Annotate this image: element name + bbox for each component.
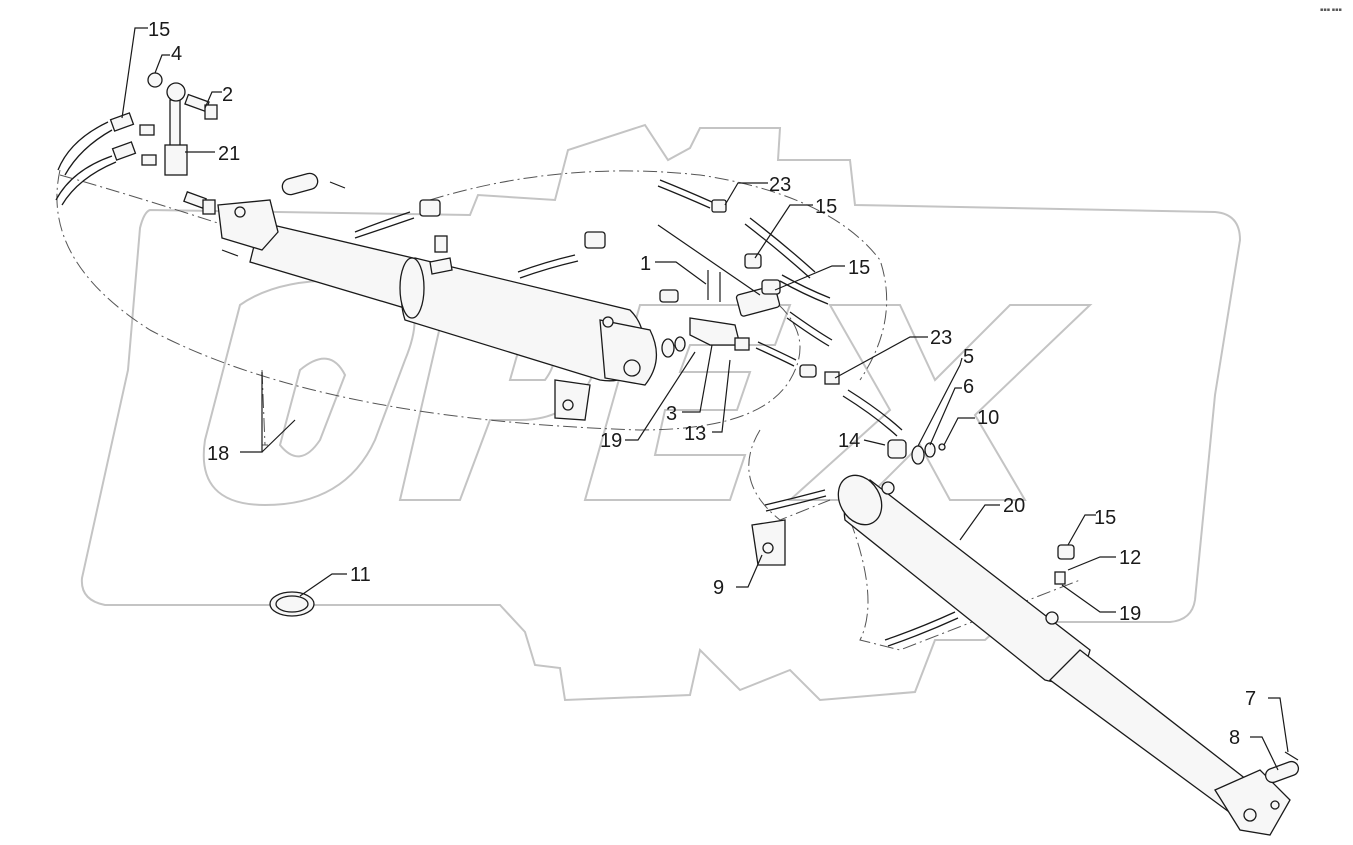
fittings[interactable]: [109, 72, 1301, 785]
callout-6: 6: [963, 376, 974, 398]
callout-3: 3: [666, 403, 677, 425]
callout-10: 10: [977, 407, 999, 429]
callout-4: 4: [171, 43, 182, 65]
callout-2: 2: [222, 84, 233, 106]
callout-1: 1: [640, 253, 651, 275]
callout-8: 8: [1229, 727, 1240, 749]
elbow-fitting-15-lower[interactable]: [1054, 544, 1075, 585]
callout-labels: 15 4 2 21 23 15 15 1 23 5 6 10 3 13 19 1…: [148, 19, 1256, 749]
elbow-fitting-14[interactable]: [887, 439, 907, 459]
bolts-1[interactable]: [707, 270, 721, 302]
hose-clamp-11[interactable]: [269, 591, 315, 617]
callout-5: 5: [963, 346, 974, 368]
bracket-9[interactable]: [554, 379, 786, 566]
callout-13: 13: [684, 423, 706, 445]
callout-19-mid: 19: [600, 430, 622, 452]
corner-mark: ▪▪▪ ▪▪▪: [1320, 7, 1342, 13]
callout-15-mid-right: 15: [848, 257, 870, 279]
callout-14: 14: [838, 430, 860, 452]
nut-4[interactable]: [147, 72, 163, 88]
hydraulic-hoses[interactable]: [55, 121, 959, 647]
callout-19-lower: 19: [1119, 603, 1141, 625]
callout-15-top-right: 15: [815, 196, 837, 218]
bolt-lower[interactable]: [183, 191, 216, 215]
cotter-pin-7[interactable]: [1284, 751, 1299, 761]
bolt-2[interactable]: [184, 93, 218, 120]
callout-18: 18: [207, 443, 229, 465]
seal-rings-5-6-10[interactable]: [661, 336, 946, 465]
callout-15-lower: 15: [1094, 507, 1116, 529]
callout-9: 9: [713, 577, 724, 599]
leader-lines: [121, 27, 1289, 771]
callout-23-top: 23: [769, 174, 791, 196]
elbow-fitting-upper-mid[interactable]: [419, 199, 606, 253]
hydraulic-cylinder-upper[interactable]: [217, 199, 657, 386]
callout-20: 20: [1003, 495, 1025, 517]
pin[interactable]: [221, 172, 346, 257]
callout-12: 12: [1119, 547, 1141, 569]
tee-block-21[interactable]: [164, 82, 188, 176]
valve-block-3[interactable]: [659, 289, 750, 351]
hydraulic-cylinder-lower[interactable]: [830, 467, 1291, 836]
callout-11: 11: [350, 564, 371, 586]
opex-letters: [202, 279, 1093, 507]
elbow-fitting-15-upper[interactable]: [109, 112, 157, 166]
callout-21: 21: [218, 143, 240, 165]
callout-7: 7: [1245, 688, 1256, 710]
callout-15-top-left: 15: [148, 19, 170, 41]
manifold-block[interactable]: [711, 199, 781, 317]
elbow-fitting-23[interactable]: [799, 364, 840, 385]
callout-23-mid: 23: [930, 327, 952, 349]
pin-8[interactable]: [1264, 760, 1301, 785]
